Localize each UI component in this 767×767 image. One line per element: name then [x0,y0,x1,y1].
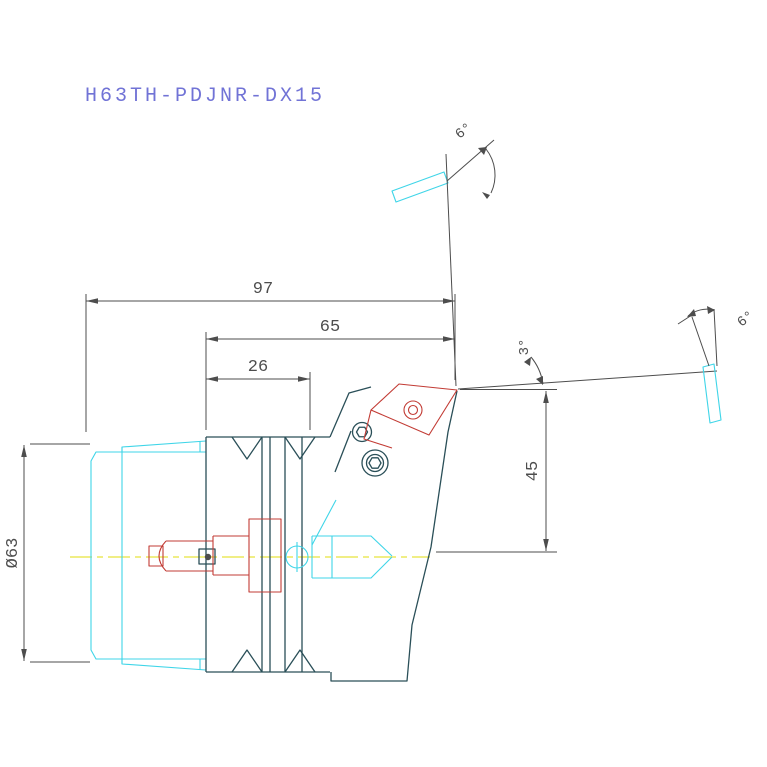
angle-top-arrow-2 [482,192,490,199]
dim-26-label: 26 [248,358,268,377]
drive-slot-top-1 [231,436,263,460]
dim-26-arrow-right [298,376,310,382]
angle-insert-arrow-2 [536,376,543,385]
drive-slot-bottom-1 [231,649,263,673]
adjuster-block [198,548,216,565]
hidden-detail-group [285,499,393,579]
pocket-diagonal [334,430,352,473]
dim-d63-arrow-bottom [21,649,27,661]
dim-97-arrow-left [86,298,98,304]
insert-hole-outer [403,400,423,420]
angle-right-arrow-1 [687,309,696,317]
coolant-cone [311,535,393,579]
dim-65-label: 65 [320,318,340,337]
angle-top-ref-line [446,139,495,182]
dim-45-arrow-bottom [543,539,549,551]
clamp-cylinder [158,540,213,572]
clamp-body [248,518,282,593]
drive-slot-bottom-2 [284,649,316,673]
head-group [198,386,458,682]
drawing-title: H63TH-PDJNR-DX15 [85,85,325,108]
insert-group [363,383,458,449]
dim-d63-label: Ø63 [4,538,23,569]
dim-d63-arrow-top [21,445,27,457]
clamp-screw-large-inner [365,453,385,473]
dim-26-arrow-left [206,376,218,382]
clamp-end-cap [148,545,164,567]
dimension-diameter-group: Ø63 [4,443,90,663]
insert-pocket-lines [363,409,393,449]
angle-top-arrow-1 [478,147,487,155]
angle-top-arc [485,148,496,194]
angle-insert-line [457,370,718,390]
angle-insert-group: 3° [457,339,718,390]
angle-top-group: 6° [391,120,496,387]
dim-65-arrow-right [443,336,455,342]
angle-right-line-2 [713,308,718,367]
dim-97-label: 97 [253,280,273,299]
clamp-screw-small [351,421,373,443]
insert-hole-inner [407,404,419,416]
dimension-45-group: 45 [436,389,557,553]
head-right-bottom-edge [330,390,458,682]
dim-45-label: 45 [524,461,543,481]
dimension-65-group: 65 [205,318,455,430]
dimension-26-group: 26 [206,358,311,430]
angle-top-leader [445,153,457,387]
hidden-diagonal [311,499,337,546]
dim-97-arrow-right [443,298,455,304]
angle-top-label: 6° [453,120,476,143]
insert-edge-detail-right [702,363,722,424]
clamp-mechanism-group [148,518,282,593]
head-top-edge [329,386,372,438]
angle-right-line-1 [691,316,710,367]
insert-outline [370,383,458,436]
clamp-arm [212,535,249,576]
angle-insert-arrow-1 [524,357,531,366]
angle-insert-label: 3° [517,339,533,356]
angle-right-label: 6° [735,308,758,331]
hex-socket-large-icon [368,457,382,469]
drive-slot-top-2 [284,436,316,460]
dim-65-arrow-left [206,336,218,342]
clamp-screw-large-outer [361,449,389,477]
angle-right-arrow-2 [707,306,715,314]
insert-edge-detail-top [391,171,449,203]
adjuster-dot [204,553,212,561]
dimension-97-group: 97 [85,280,456,432]
angle-right-group: 6° [677,306,758,424]
shank-group [90,440,207,671]
dim-45-arrow-top [543,391,549,403]
flange-group [205,436,330,673]
